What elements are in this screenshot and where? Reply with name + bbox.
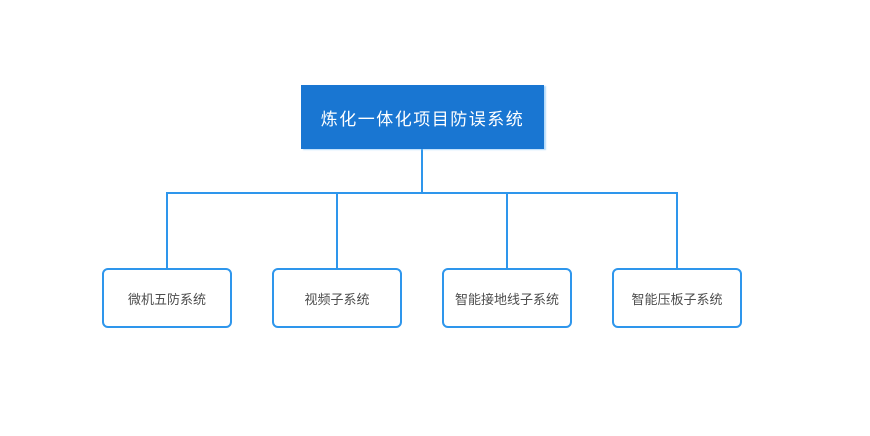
child-node-video-subsystem[interactable]: 视频子系统 bbox=[272, 268, 402, 328]
child-node-label: 视频子系统 bbox=[304, 291, 370, 307]
child-node-label: 智能接地线子系统 bbox=[454, 291, 559, 307]
child-node-label: 智能压板子系统 bbox=[631, 291, 723, 307]
child-node-pressure-plate-subsystem[interactable]: 智能压板子系统 bbox=[612, 268, 742, 328]
root-node-label: 炼化一体化项目防误系统 bbox=[320, 109, 525, 129]
child-node-label: 微机五防系统 bbox=[127, 291, 206, 307]
child-node-wuji-wufang[interactable]: 微机五防系统 bbox=[102, 268, 232, 328]
child-node-grounding-wire-subsystem[interactable]: 智能接地线子系统 bbox=[442, 268, 572, 328]
root-node[interactable]: 炼化一体化项目防误系统 bbox=[301, 85, 544, 149]
